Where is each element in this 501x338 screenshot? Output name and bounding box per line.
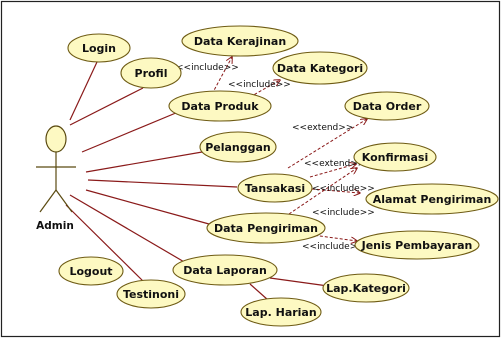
associations <box>65 61 329 301</box>
use-case-label: Pelanggan <box>205 141 271 154</box>
dep-inc-alamat <box>311 188 360 193</box>
use-case-login: Login <box>67 33 131 63</box>
dep-ext-konfirmasi <box>309 164 356 178</box>
dep-ext-order <box>287 119 367 169</box>
use-case-label: Lap. Harian <box>245 306 316 319</box>
label-inc-konfirmasi-2: <<include>> <box>312 208 375 218</box>
assoc-data-produk <box>81 109 184 153</box>
use-case-pelanggan: Pelanggan <box>199 131 277 163</box>
assoc-tansakasi <box>87 179 238 188</box>
use-case-data-laporan: Data Laporan <box>172 254 278 286</box>
dependencies <box>211 57 367 241</box>
dependency-labels: <<include>> <<include>> <<extend>> <<ext… <box>176 63 375 252</box>
use-case-testinoni: Testinoni <box>116 279 186 309</box>
label-inc-alamat: <<include>> <box>312 184 375 194</box>
use-case-label: Data Kategori <box>277 62 363 75</box>
use-case-lap-kategori: Lap.Kategori <box>322 273 410 303</box>
use-case-label: Data Pengiriman <box>214 222 318 235</box>
use-case-alamat-pengiriman: Alamat Pengiriman <box>365 183 499 215</box>
actor-label: Admin <box>36 220 74 232</box>
actor-left-leg <box>39 189 57 213</box>
label-ext-order: <<extend>> <box>292 123 353 133</box>
use-case-label: Profil <box>135 67 168 80</box>
label-inc-kerajinan: <<include>> <box>176 63 239 73</box>
use-case-label: Lap.Kategori <box>326 282 406 295</box>
assoc-data-laporan <box>69 194 187 264</box>
use-case-label: Testinoni <box>123 288 179 301</box>
dep-inc-jenis <box>304 233 357 241</box>
actor-head <box>45 125 67 153</box>
use-case-data-kerajinan: Data Kerajinan <box>181 25 299 57</box>
use-case-profil: Profil <box>120 57 182 89</box>
use-case-data-produk: Data Produk <box>168 90 272 122</box>
use-case-label: Logout <box>69 265 112 278</box>
use-case-label: Data Kerajinan <box>194 35 286 48</box>
label-ext-konfirmasi: <<extend>> <box>304 159 365 169</box>
actor-right-leg <box>55 189 73 213</box>
dep-inc-kategori <box>249 80 280 98</box>
use-case-label: Login <box>82 42 116 55</box>
assoc-lap-kategori <box>269 277 329 287</box>
use-case-lap-harian: Lap. Harian <box>240 297 322 327</box>
use-case-label: Konfirmasi <box>362 151 429 164</box>
use-case-label: Jenis Pembayaran <box>361 239 473 252</box>
use-case-logout: Logout <box>58 256 124 286</box>
use-case-data-order: Data Order <box>344 91 430 121</box>
assoc-pelanggan <box>85 150 209 173</box>
use-case-tansakasi: Tansakasi <box>237 173 313 203</box>
use-case-label: Alamat Pengiriman <box>373 193 492 206</box>
actor-admin: Admin <box>36 125 76 232</box>
label-inc-jenis: <<include>> <box>302 242 365 252</box>
assoc-profil <box>69 87 144 126</box>
assoc-lap-harian <box>249 283 269 301</box>
assoc-testinoni <box>65 204 146 284</box>
use-cases: Login Profil Data Kerajinan Data Kategor… <box>58 25 499 327</box>
assoc-data-pengiriman <box>85 189 210 225</box>
use-case-label: Data Laporan <box>183 264 267 277</box>
label-inc-kategori: <<include>> <box>228 80 291 90</box>
use-case-label: Data Order <box>353 100 422 113</box>
dep-inc-kerajinan <box>211 57 232 95</box>
use-case-jenis-pembayaran: Jenis Pembayaran <box>354 230 480 260</box>
use-case-label: Tansakasi <box>245 182 305 195</box>
use-case-data-kategori: Data Kategori <box>272 51 368 85</box>
use-case-data-pengiriman: Data Pengiriman <box>206 212 326 244</box>
use-case-label: Data Produk <box>181 100 259 113</box>
use-case-konfirmasi: Konfirmasi <box>353 142 437 172</box>
assoc-login <box>69 61 98 121</box>
dep-inc-konfirmasi-2 <box>288 168 357 215</box>
